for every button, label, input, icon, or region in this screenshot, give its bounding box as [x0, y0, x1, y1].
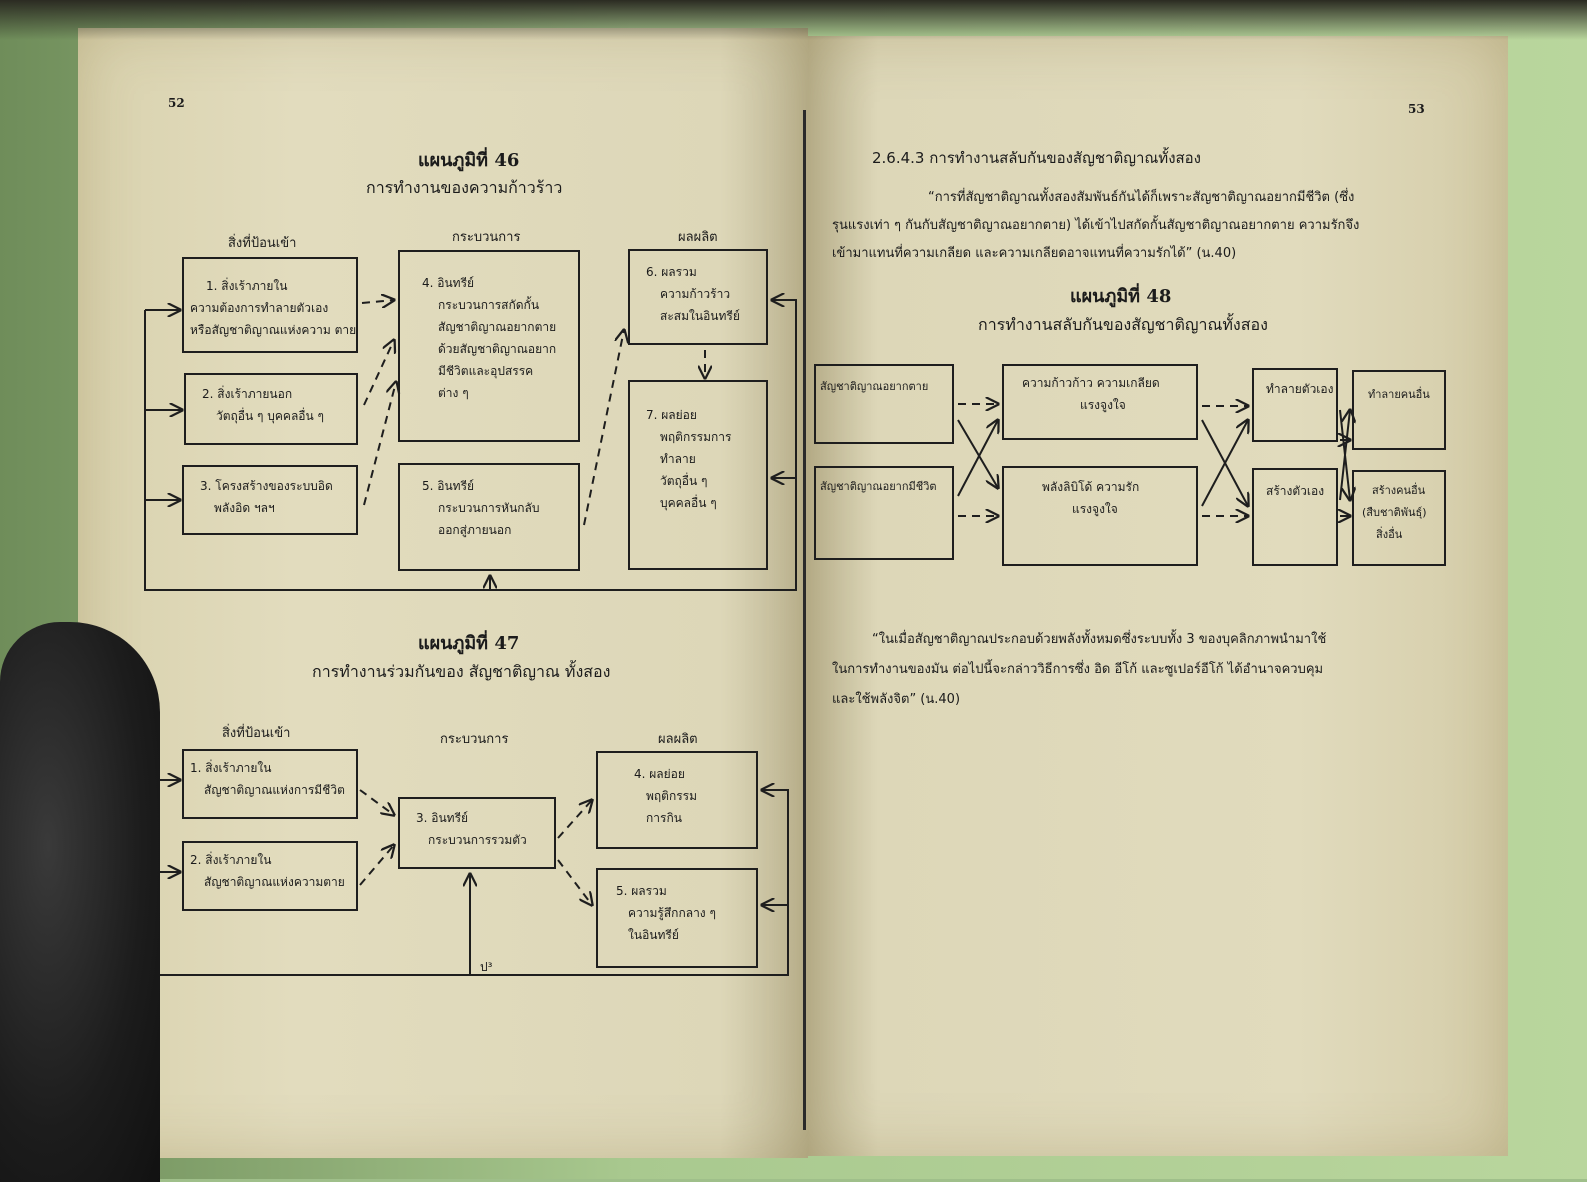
d48-box-destroy-self: ทำลายตัวเอง [1252, 368, 1338, 442]
top-shadow [0, 0, 1587, 40]
diagram-48-title: แผนภูมิที่ 48 [1070, 286, 1172, 307]
d47-box-2: 2. สิ่งเร้าภายใน สัญชาติญาณแห่งความตาย [182, 841, 358, 911]
d46-dash-3-4 [363, 382, 396, 506]
d47-dash-1-3 [359, 789, 394, 815]
d48-box-build-others: สร้างคนอื่น (สืบชาติพันธุ์) สิ่งอื่น [1352, 470, 1446, 566]
d46-box-2: 2. สิ่งเร้าภายนอก วัตถุอื่น ๆ บุคคลอื่น … [184, 373, 358, 445]
d47-feedback-loop [137, 780, 789, 976]
d48-cross-libido-destroy [1201, 420, 1248, 507]
d47-box-5: 5. ผลรวม ความรู้สึกกลาง ๆ ในอินทรีย์ [596, 868, 758, 968]
d48-cross-buildself-destroyothers [1339, 410, 1350, 501]
quote1-line-3: เข้ามาแทนที่ความเกลียด และความเกลียดอาจแ… [832, 246, 1237, 261]
d47-dash-3-4 [557, 800, 592, 839]
right-page [808, 36, 1508, 1156]
quote2-line-1: “ในเมื่อสัญชาติญาณประกอบด้วยพลังทั้งหมดซ… [872, 632, 1327, 647]
d46-dash-5-6 [583, 330, 624, 526]
d48-cross-death-libido [957, 419, 998, 488]
d47-box-4: 4. ผลย่อย พฤติกรรม การกิน [596, 751, 758, 849]
d46-box-5: 5. อินทรีย์ กระบวนการหันกลับ ออกสู่ภายนอ… [398, 463, 580, 571]
d47-dash-3-5 [557, 859, 592, 905]
d46-dash-1-4 [361, 300, 394, 303]
quote2-line-2: ในการทำงานของมัน ต่อไปนี้จะกล่าววิธีการซ… [832, 662, 1324, 677]
d48-cross-life-aggr [957, 420, 998, 497]
d48-box-life-instinct: สัญชาติญาณอยากมีชีวิต [814, 466, 954, 560]
d47-header-process: กระบวนการ [440, 732, 509, 747]
quote2-line-3: และใช้พลังจิต” (น.40) [832, 692, 961, 707]
d46-header-output: ผลผลิต [678, 230, 718, 245]
d48-box-build-self: สร้างตัวเอง [1252, 468, 1338, 566]
page-number-left: 52 [168, 96, 185, 110]
d46-box-7: 7. ผลย่อย พฤติกรรมการ ทำลาย วัตถุอื่น ๆ … [628, 380, 768, 570]
quote1-line-1: “การที่สัญชาติญาณทั้งสองสัมพันธ์กันได้ก็… [928, 190, 1355, 205]
d46-box-1: 1. สิ่งเร้าภายใน ความต้องการทำลายตัวเอง … [182, 257, 358, 353]
book-spine [803, 110, 806, 1130]
d48-box-aggression: ความก้าวก้าว ความเกลียด แรงจูงใจ [1002, 364, 1198, 440]
d46-dash-2-4 [363, 340, 394, 406]
diagram-46-title: แผนภูมิที่ 46 [418, 150, 520, 171]
quote1-line-2: รุนแรงเท่า ๆ กันกับสัญชาติญาณอยากตาย) ได… [832, 218, 1360, 233]
diagram-47-subtitle: การทำงานร่วมกันของ สัญชาติญาณ ทั้งสอง [312, 662, 611, 681]
d48-box-death-instinct: สัญชาติญาณอยากตาย [814, 364, 954, 444]
d46-box-4: 4. อินทรีย์ กระบวนการสกัดกั้น สัญชาติญาณ… [398, 250, 580, 442]
d47-header-input: สิ่งที่ป้อนเข้า [222, 726, 291, 741]
diagram-48-subtitle: การทำงานสลับกันของสัญชาติญาณทั้งสอง [978, 315, 1268, 334]
left-page [78, 28, 808, 1158]
d47-box-3: 3. อินทรีย์ กระบวนการรวมตัว [398, 797, 556, 869]
d46-box-3: 3. โครงสร้างของระบบอิด พลังอิด ฯลฯ [182, 465, 358, 535]
section-heading: 2.6.4.3 การทำงานสลับกันของสัญชาติญาณทั้ง… [872, 149, 1202, 167]
d47-header-output: ผลผลิต [658, 732, 698, 747]
thumb-occlusion [0, 622, 160, 1182]
d47-dash-2-3 [359, 845, 394, 886]
d46-feedback-loop [144, 299, 797, 591]
page-number-right: 53 [1408, 102, 1425, 116]
diagram-47-title: แผนภูมิที่ 47 [418, 633, 520, 654]
d46-header-process: กระบวนการ [452, 230, 521, 245]
d47-box-1: 1. สิ่งเร้าภายใน สัญชาติญาณแห่งการมีชีวิ… [182, 749, 358, 819]
d48-box-libido: พลังลิบิโด้ ความรัก แรงจูงใจ [1002, 466, 1198, 566]
d46-header-input: สิ่งที่ป้อนเข้า [228, 236, 297, 251]
d46-box-6: 6. ผลรวม ความก้าวร้าว สะสมในอินทรีย์ [628, 249, 768, 345]
diagram-46-subtitle: การทำงานของความก้าวร้าว [366, 178, 563, 197]
d47-note: ป³ [480, 960, 493, 974]
